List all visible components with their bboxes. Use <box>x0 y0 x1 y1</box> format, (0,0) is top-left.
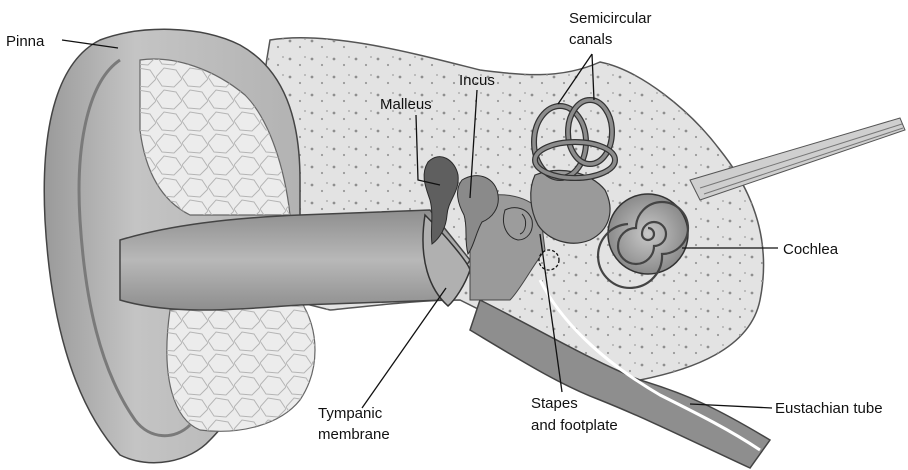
label-stapes-line2: and footplate <box>531 417 618 434</box>
label-tympanic-line1: Tympanic <box>318 405 383 422</box>
label-semicircular-line1: Semicircular <box>569 10 652 27</box>
label-semicircular-line2: canals <box>569 31 612 48</box>
label-pinna: Pinna <box>6 33 45 50</box>
label-cochlea: Cochlea <box>783 241 839 258</box>
label-malleus: Malleus <box>380 96 432 113</box>
label-eustachian: Eustachian tube <box>775 400 883 417</box>
label-tympanic-line2: membrane <box>318 426 390 443</box>
label-stapes-line1: Stapes <box>531 395 578 412</box>
label-incus: Incus <box>459 72 495 89</box>
